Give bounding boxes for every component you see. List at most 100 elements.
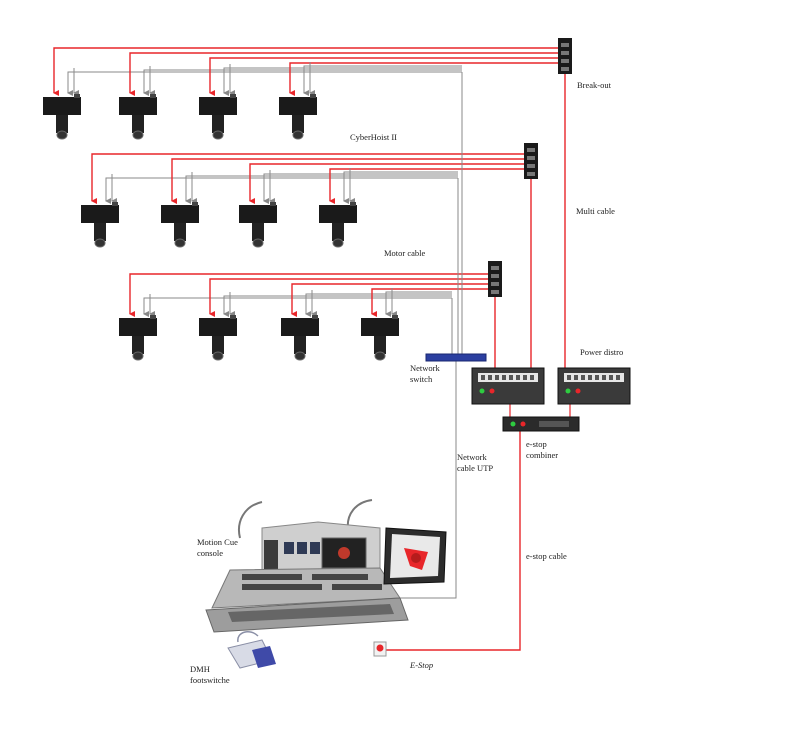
hoist-body	[281, 318, 319, 336]
data-cable	[223, 295, 452, 317]
hoist-body	[199, 97, 237, 115]
hoist-hook	[174, 238, 186, 248]
power-cable	[329, 168, 524, 204]
data-cable	[143, 297, 452, 317]
hoist-hook	[132, 130, 144, 140]
chain-hoist-icon	[43, 94, 81, 140]
hoist-body	[279, 97, 317, 115]
multicable-label: Multi cable	[576, 206, 615, 216]
dmh-label: DMH	[190, 664, 210, 674]
hoist-gearbox	[294, 336, 306, 354]
console-label: Motion Cue	[197, 537, 238, 547]
chain-hoist-icon	[161, 202, 199, 248]
hoist-hook	[252, 238, 264, 248]
data-cable	[303, 65, 462, 96]
power-cable	[291, 283, 488, 317]
hoist-gearbox	[132, 336, 144, 354]
hoist-gearbox	[332, 223, 344, 241]
hoist-connector	[392, 315, 398, 319]
hoist-hook	[332, 238, 344, 248]
hoist-body	[119, 97, 157, 115]
motorcable-label: Motor cable	[384, 248, 426, 258]
data-cable	[143, 69, 462, 96]
hoist-hook	[132, 351, 144, 361]
breakout-box-icon	[558, 38, 572, 74]
power-cable	[249, 163, 524, 204]
hoist-gearbox	[212, 115, 224, 133]
console-label-2: console	[197, 548, 223, 558]
cable-runs	[53, 47, 571, 651]
estop-cable-label: e-stop cable	[526, 551, 567, 561]
estop-label: E-Stop	[409, 660, 433, 670]
power-cable	[371, 288, 488, 317]
estop-combiner-label: e-stop	[526, 439, 547, 449]
hoist-body	[199, 318, 237, 336]
devices	[43, 94, 399, 361]
hoist-body	[361, 318, 399, 336]
chain-hoist-icon	[81, 202, 119, 248]
data-cable	[67, 71, 462, 96]
hoist-body	[119, 318, 157, 336]
power-cable	[289, 62, 558, 96]
hoist-hook	[56, 130, 68, 140]
dmh-label-2: footswitche	[190, 675, 230, 685]
data-cable	[385, 291, 452, 317]
hoist-gearbox	[174, 223, 186, 241]
hoist-connector	[310, 94, 316, 98]
hoist-gearbox	[252, 223, 264, 241]
hoist-connector	[112, 202, 118, 206]
power-distro-icon	[471, 367, 545, 405]
hoist-body	[161, 205, 199, 223]
chain-hoist-icon	[199, 315, 237, 361]
hoist-connector	[150, 94, 156, 98]
breakout-box-icon	[488, 261, 502, 297]
power-cable	[386, 431, 521, 651]
power-cable	[129, 52, 558, 96]
power-cable	[209, 57, 558, 96]
network-cable-label-2: cable UTP	[457, 463, 493, 473]
estop-combiner-label-2: combiner	[526, 450, 558, 460]
hoist-gearbox	[132, 115, 144, 133]
hoist-connector	[192, 202, 198, 206]
hoist-gearbox	[212, 336, 224, 354]
chain-hoist-icon	[279, 94, 317, 140]
hoist-hook	[292, 130, 304, 140]
chain-hoist-icon	[119, 315, 157, 361]
chain-hoist-icon	[361, 315, 399, 361]
hoist-gearbox	[292, 115, 304, 133]
power-cable	[209, 278, 488, 317]
breakout-box-icon	[524, 143, 538, 179]
data-cable	[105, 177, 458, 204]
chain-hoist-icon	[319, 202, 357, 248]
hoist-connector	[230, 315, 236, 319]
network-switch-label: Network	[410, 363, 440, 373]
control-console-icon	[205, 499, 409, 633]
hoist-connector	[270, 202, 276, 206]
monitor-icon	[383, 527, 447, 585]
chain-hoist-icon	[119, 94, 157, 140]
hoist-gearbox	[374, 336, 386, 354]
hoist-connector	[74, 94, 80, 98]
data-cable	[343, 171, 458, 204]
chain-hoist-icon	[239, 202, 277, 248]
hoist-body	[319, 205, 357, 223]
hoist-gearbox	[94, 223, 106, 241]
powerdistro-label: Power distro	[580, 347, 623, 357]
network-switch-label-2: switch	[410, 374, 433, 384]
estop-combiner	[502, 416, 580, 432]
breakout-label: Break-out	[577, 80, 612, 90]
power-cable	[129, 273, 488, 317]
hoist-hook	[212, 130, 224, 140]
hoist-gearbox	[56, 115, 68, 133]
hoist-connector	[150, 315, 156, 319]
hoist-hook	[212, 351, 224, 361]
emergency-stop-icon	[373, 641, 387, 657]
power-cable	[53, 47, 558, 96]
hoist-hook	[294, 351, 306, 361]
hoist-hook	[94, 238, 106, 248]
hoist-body	[81, 205, 119, 223]
power-cable	[171, 158, 524, 204]
data-cable	[379, 361, 457, 603]
data-cable	[223, 67, 462, 96]
